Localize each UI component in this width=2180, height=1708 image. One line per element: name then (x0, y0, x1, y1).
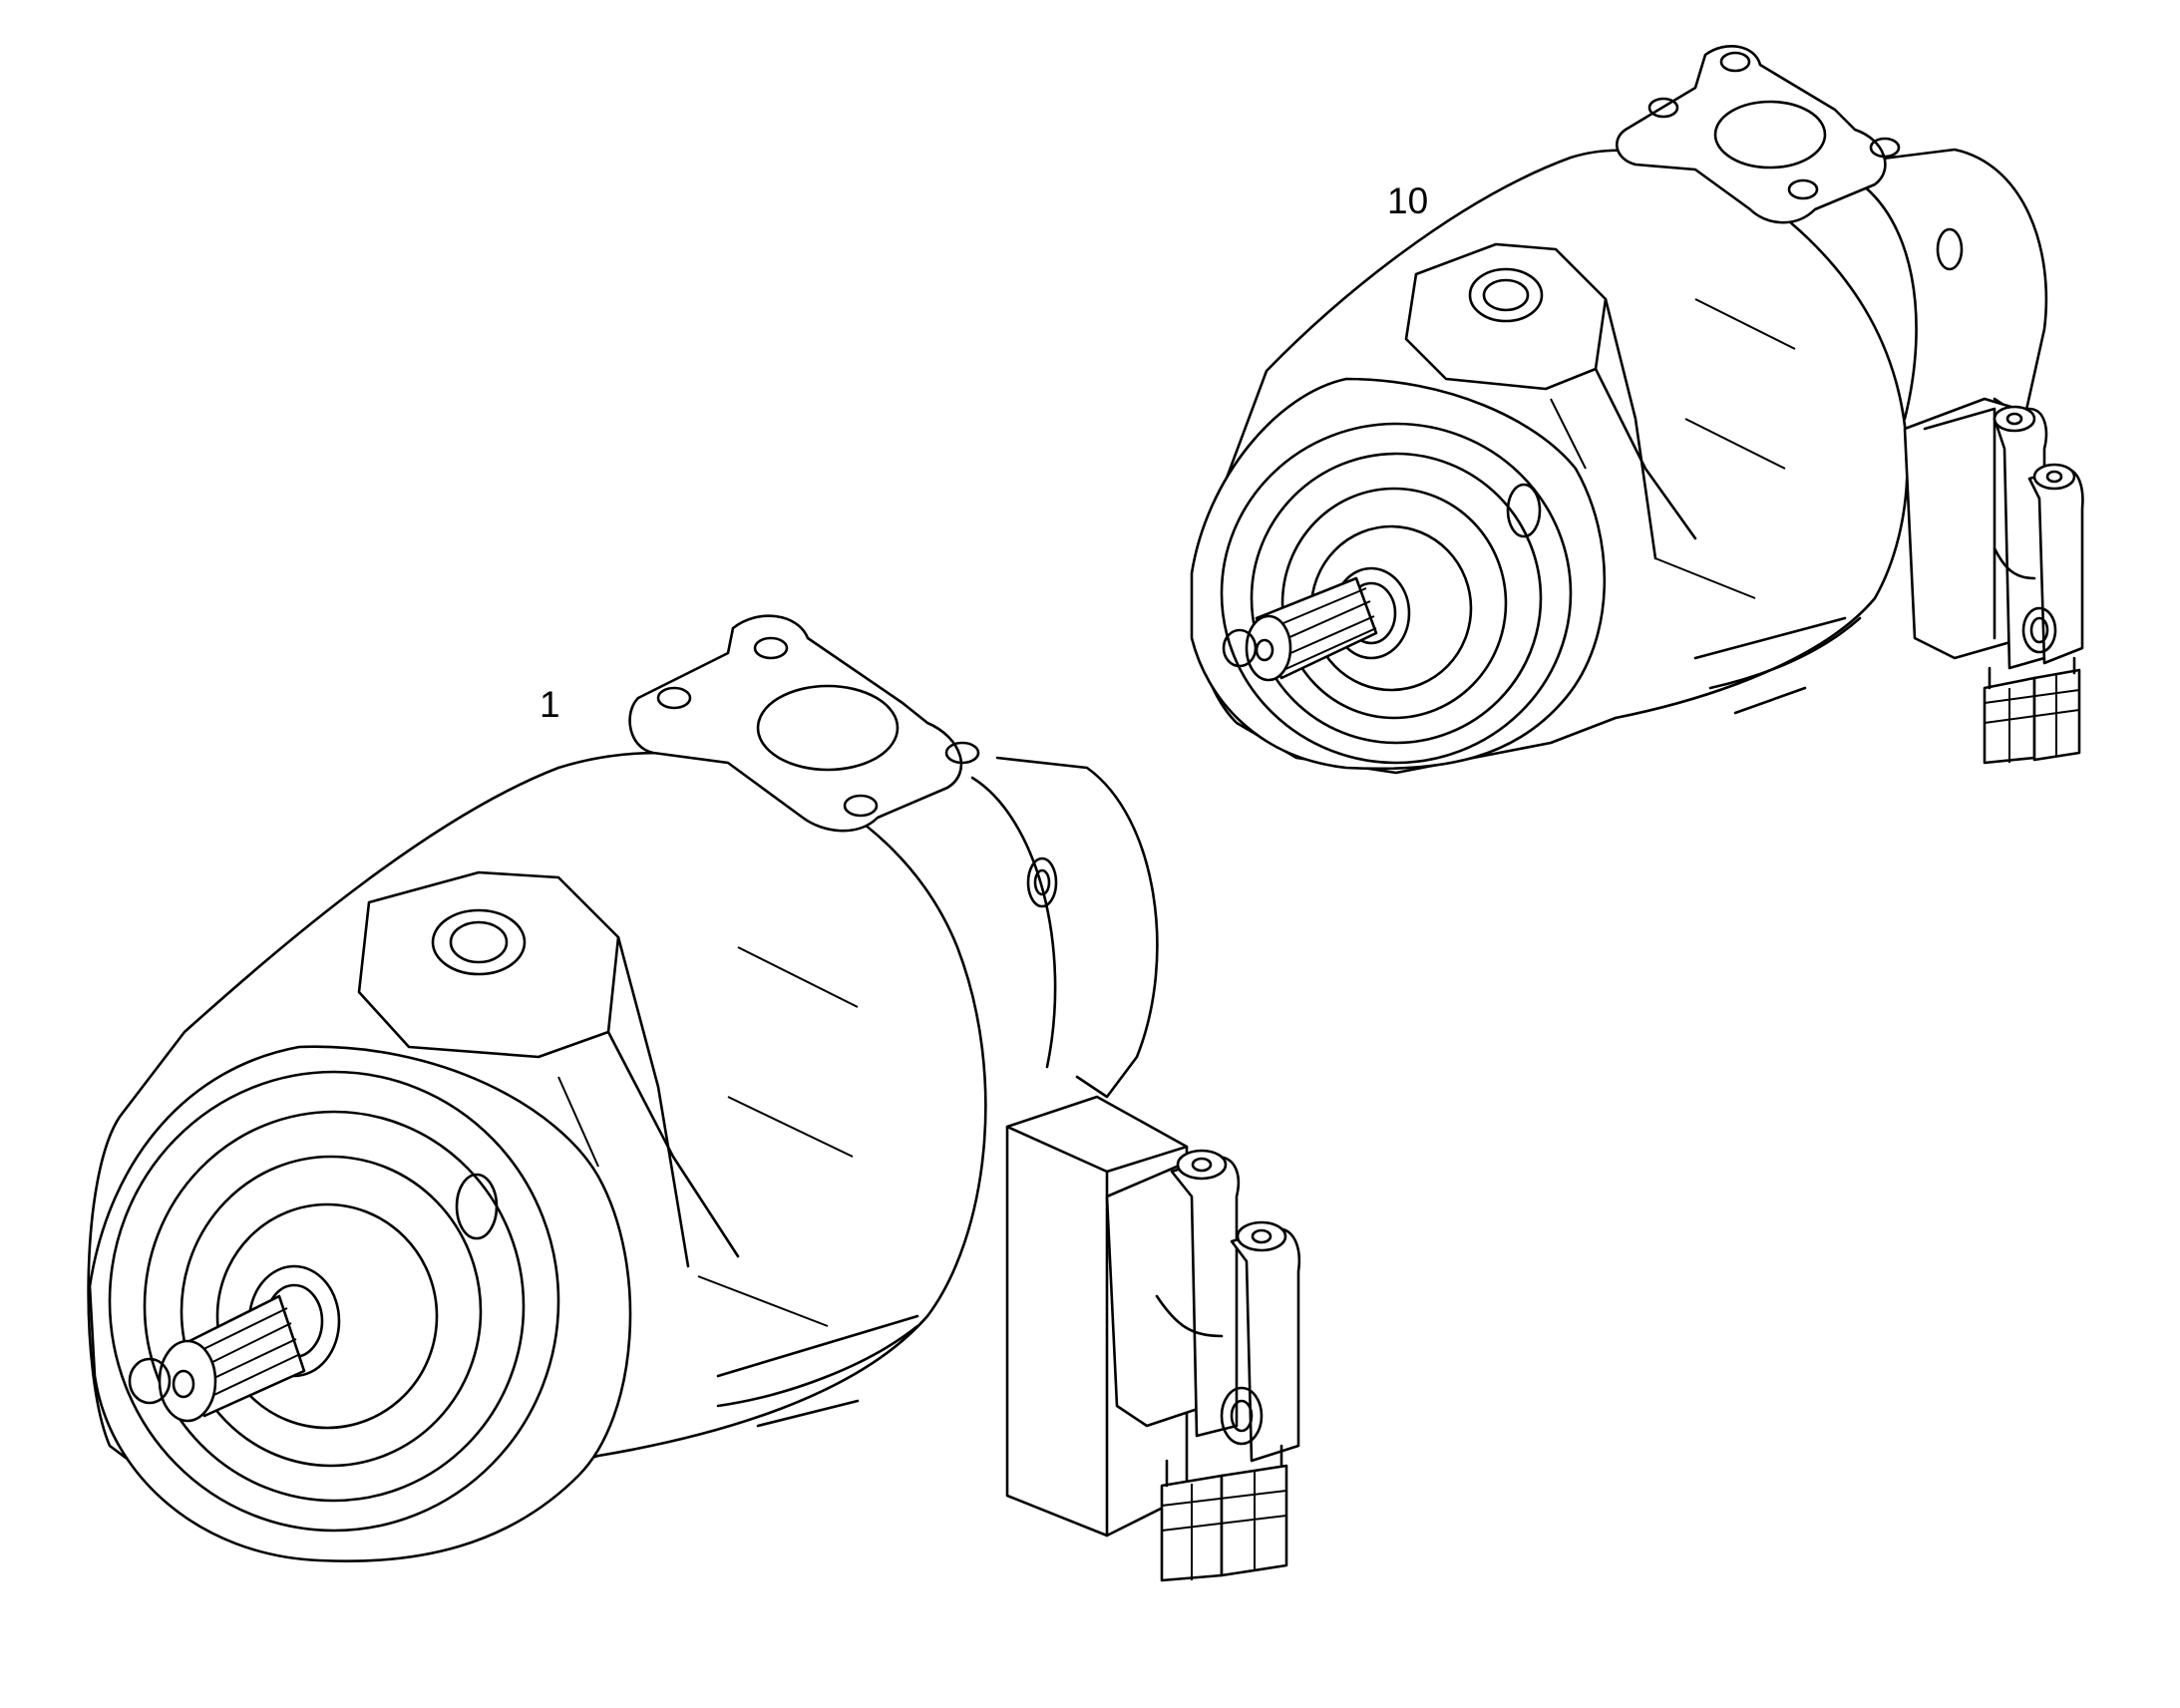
pump-assembly-1 (87, 614, 1301, 1582)
pump-assembly-10 (1190, 45, 2084, 775)
callout-label-10: 10 (1387, 180, 1429, 221)
callout-label-1: 1 (540, 684, 560, 725)
